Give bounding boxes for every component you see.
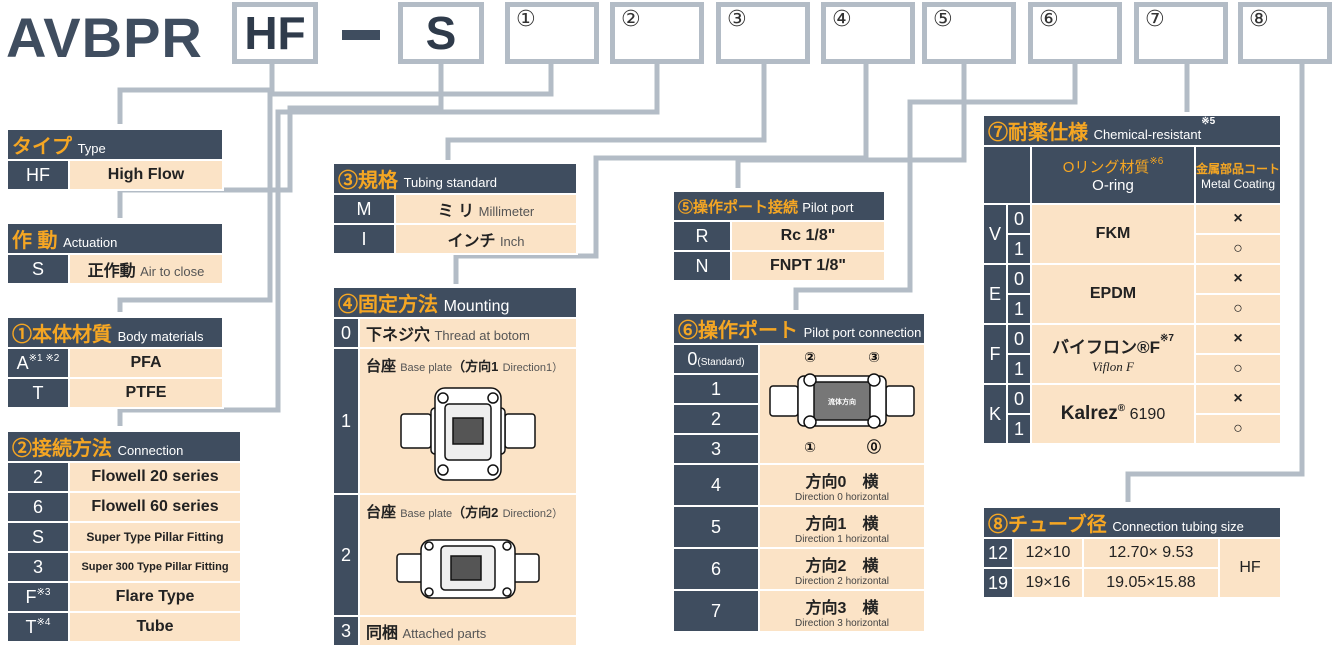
- code-slot-7: ⑦: [1134, 2, 1228, 64]
- table-row: 1○: [983, 293, 1282, 325]
- code-slot-8: ⑧: [1238, 2, 1332, 64]
- table-row: 3: [672, 433, 925, 465]
- code-slot-2: ②: [610, 2, 704, 64]
- code-slot-4: ④: [821, 2, 915, 64]
- table-row: 2: [672, 403, 925, 435]
- svg-text:③: ③: [868, 350, 880, 366]
- table-row: 1: [672, 373, 925, 405]
- table-row: 1 台座 Base plate（方向1 Direction1）: [332, 347, 578, 495]
- table-row: 2 台座 Base plate（方向2 Direction2）: [332, 493, 578, 617]
- code-slot-3: ③: [716, 2, 810, 64]
- pilot-port-connection-table: ⑥操作ポート Pilot port connection 0(Standard)…: [672, 312, 926, 633]
- svg-text:②: ②: [804, 350, 816, 366]
- svg-text:⓪: ⓪: [867, 439, 881, 456]
- code-slot-6: ⑥: [1028, 2, 1122, 64]
- pilot-port-direction-diagram: 流体方向 ② ③ ① ⓪: [769, 350, 915, 456]
- valve-base-plate-diagram-1: [400, 387, 536, 481]
- svg-text:①: ①: [804, 440, 816, 456]
- code-slot-1: ①: [505, 2, 599, 64]
- table-row: 1○: [983, 353, 1282, 385]
- table-row: 1○: [983, 413, 1282, 445]
- code-slot-5: ⑤: [922, 2, 1016, 64]
- code-box-type: HF: [232, 2, 318, 64]
- svg-text:流体方向: 流体方向: [828, 397, 856, 406]
- valve-base-plate-diagram-2: [396, 539, 540, 599]
- separator-dash: [342, 30, 380, 40]
- model-title: AVBPR: [6, 6, 203, 69]
- table-row: 1○: [983, 233, 1282, 265]
- table-row: 0(Standard) 流体方向 ② ③ ① ⓪: [672, 343, 926, 465]
- code-box-actuation: S: [398, 2, 484, 64]
